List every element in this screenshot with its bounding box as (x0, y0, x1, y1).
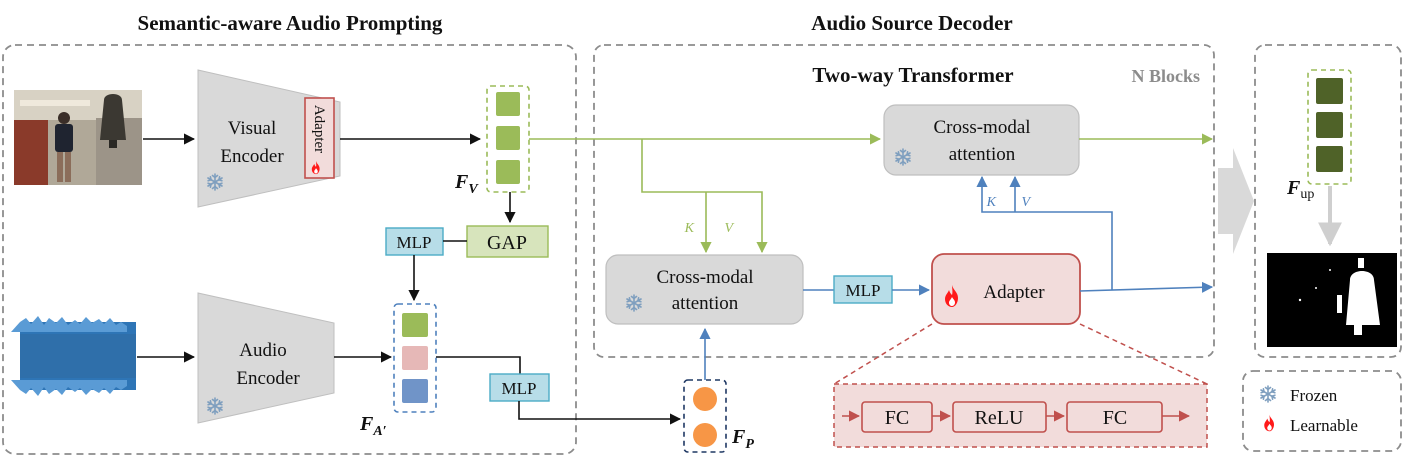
fp-label: FP (731, 426, 754, 452)
fa-token-visual (402, 313, 428, 337)
mlp-decoder-label: MLP (846, 281, 881, 300)
fp-token-2 (693, 423, 717, 447)
audio-encoder (197, 292, 335, 424)
fup-label: Fup (1286, 177, 1314, 202)
gap-label: GAP (487, 232, 527, 254)
visual-encoder-label-line1: Visual (228, 118, 276, 139)
edge-label-v-bottom: V (724, 221, 734, 236)
decoder-adapter-label: Adapter (983, 282, 1045, 303)
fup-token-1 (1316, 78, 1343, 104)
arrow-adapter-to-top-k (976, 175, 1113, 290)
relu-label: ReLU (975, 407, 1024, 429)
transformer-title: Two-way Transformer (812, 63, 1013, 87)
blocks-label: N Blocks (1131, 66, 1200, 86)
arrow-adapter-out (1079, 281, 1214, 293)
prompting-panel (2, 44, 577, 455)
arrow-fv-to-bottom-attention-v (641, 139, 768, 254)
fa-label: FA′ (359, 413, 387, 439)
fup-token-2 (1316, 112, 1343, 138)
fv-token-1 (496, 92, 520, 116)
gap-box (466, 225, 549, 258)
mlp-box-decoder (833, 275, 893, 304)
decoder-title: Audio Source Decoder (811, 11, 1012, 35)
fup-token-group (1307, 69, 1352, 185)
edge-label-k-top: K (986, 195, 997, 210)
mlp-prompt-label: MLP (397, 233, 432, 252)
mlp-audio-label: MLP (502, 379, 537, 398)
mlp-box-prompt (385, 227, 444, 256)
output-panel (1254, 44, 1402, 358)
zoom-line-left (833, 323, 933, 385)
line-fa-to-mlp (436, 356, 521, 374)
fa-token-blue (402, 379, 428, 403)
cross-attention-top-line1: Cross-modal (933, 117, 1030, 138)
cross-attention-bottom-line1: Cross-modal (656, 267, 753, 288)
arrow-mlp-to-fp (518, 401, 682, 425)
video-frame-thumbnail (14, 90, 142, 185)
mlp-box-audio (489, 373, 550, 402)
fa-token-group (393, 303, 437, 413)
fv-label: FV (454, 171, 479, 197)
zoom-line-right (1079, 323, 1208, 385)
encoder-adapter (304, 97, 335, 179)
fc-box-1 (861, 401, 933, 433)
output-transition-arrow (1218, 148, 1254, 254)
output-mask-image (1267, 253, 1397, 347)
legend-learnable-flame-icon (1264, 414, 1274, 432)
fup-token-3 (1316, 146, 1343, 172)
visual-encoder-label-line2: Encoder (220, 146, 284, 167)
decoder-adapter (931, 253, 1081, 325)
legend-frozen-label: Frozen (1290, 386, 1338, 405)
legend-frozen-snowflake-icon (1260, 385, 1276, 403)
cross-attention-top-line2: attention (949, 144, 1016, 165)
fc-1-label: FC (885, 407, 909, 429)
fv-token-3 (496, 160, 520, 184)
fp-token-1 (693, 387, 717, 411)
fv-token-2 (496, 126, 520, 150)
legend-learnable-label: Learnable (1290, 416, 1358, 435)
edge-label-k-bottom: K (684, 221, 695, 236)
encoder-adapter-label: Adapter (311, 105, 327, 153)
legend-panel (1242, 370, 1402, 452)
audio-encoder-label-line1: Audio (239, 340, 287, 361)
audio-waveform-thumbnail (11, 316, 136, 396)
fp-token-group (683, 379, 727, 453)
prompting-title: Semantic-aware Audio Prompting (138, 11, 443, 35)
audio-encoder-label-line2: Encoder (236, 368, 300, 389)
edge-label-v-top: V (1021, 195, 1031, 210)
fa-token-pink (402, 346, 428, 370)
cross-attention-bottom-line2: attention (672, 293, 739, 314)
transformer-title-bg (770, 55, 1064, 95)
relu-box (952, 401, 1047, 433)
fc-box-2 (1066, 401, 1163, 433)
cross-attention-top (883, 104, 1080, 176)
decoder-panel (593, 44, 1215, 358)
fc-2-label: FC (1103, 407, 1127, 429)
